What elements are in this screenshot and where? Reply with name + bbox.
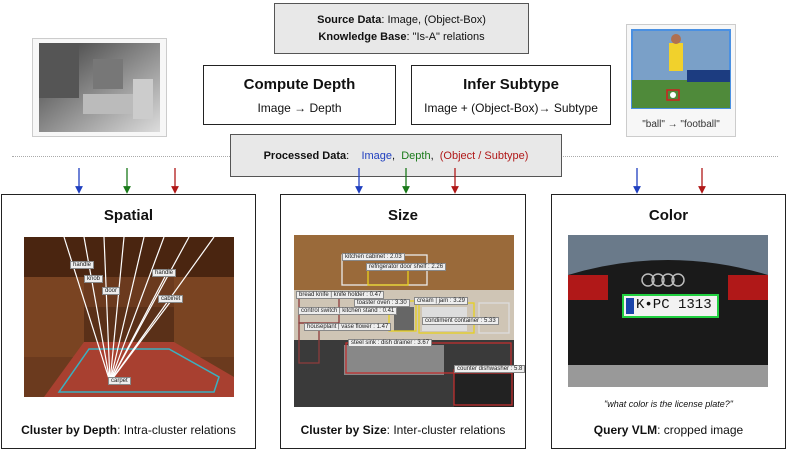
processed-image: Image [361, 149, 393, 162]
size-title: Size [387, 207, 418, 224]
spatial-label-handle: handle [70, 261, 95, 269]
spatial-label-knob: knob [84, 275, 104, 283]
size-label-1: refrigerator door shelf : 2.26 [366, 263, 447, 271]
spatial-label-handle-2: handle [152, 269, 177, 277]
size-panel: Size kitchen cabinet : 2.03 refrige [280, 194, 526, 449]
spatial-title: Spatial [103, 207, 154, 224]
spatial-caption-rest: : Intra-cluster relations [117, 423, 236, 437]
size-label-2: bread knife | knife holder : 0.47 [296, 291, 385, 299]
size-image: kitchen cabinet : 2.03 refrigerator door… [294, 235, 526, 407]
knowledge-base-value: : "Is-A" relations [406, 31, 485, 43]
compute-depth-formula: Image → Depth [257, 100, 342, 115]
size-label-8: steel sink : dish drainer : 3.67 [348, 339, 433, 347]
spatial-label-carpet: carpet [108, 377, 131, 385]
color-question: "what color is the license plate?" [604, 399, 733, 409]
subtype-example-caption: "ball" → "football" [642, 119, 720, 130]
color-caption-rest: : cropped image [657, 423, 744, 437]
depth-map-thumbnail [32, 38, 167, 137]
football-image [631, 29, 731, 109]
size-label-7: houseplant | vase flower : 1.47 [304, 323, 392, 331]
processed-object-subtype: (Object / Subtype) [439, 149, 529, 162]
size-label-4: cream | jam : 3.29 [414, 297, 468, 305]
size-label-6: condiment container : 5.33 [422, 317, 499, 325]
size-label-3: toaster oven : 3.30 [354, 299, 410, 307]
spatial-image: handle knob door handle cabinet carpet [24, 236, 234, 397]
processed-data-label: Processed Data [263, 149, 347, 162]
size-label-5: control switch | kitchen stand : 0.41 [298, 307, 398, 315]
knowledge-base-label: Knowledge Base [318, 31, 407, 43]
color-caption-bold: Query VLM [593, 423, 658, 437]
spatial-caption-bold: Cluster by Depth [21, 423, 118, 437]
color-image: K•PC 1313 [568, 235, 768, 387]
size-caption-bold: Cluster by Size [300, 423, 387, 437]
source-data-value: : Image, (Object-Box) [381, 14, 486, 26]
football-thumbnail: "ball" → "football" [626, 24, 736, 137]
infer-subtype-title: Infer Subtype [463, 75, 559, 93]
processed-depth: Depth [401, 149, 431, 162]
license-plate-text: K•PC 1313 [636, 297, 712, 313]
infer-subtype-box: Infer Subtype Image + (Object-Box)→ Subt… [411, 65, 611, 125]
size-caption-rest: : Inter-cluster relations [386, 423, 506, 437]
source-data-label: Source Data [317, 14, 382, 26]
spatial-panel: Spatial handle knob door handle cabinet … [1, 194, 256, 449]
compute-depth-title: Compute Depth [243, 75, 356, 93]
size-label-9: counter dishwasher : 5.8 [454, 365, 526, 373]
compute-depth-box: Compute Depth Image → Depth [203, 65, 396, 125]
size-label-0: kitchen cabinet : 2.03 [342, 253, 405, 261]
source-data-box: Source Data: Image, (Object-Box) Knowled… [274, 3, 529, 54]
spatial-label-cabinet: cabinet [158, 295, 184, 303]
processed-data-box: Processed Data: Image, Depth, (Object / … [230, 134, 562, 177]
color-panel: Color K•PC 1313 "what color is the licen… [551, 194, 786, 449]
depth-map-image [39, 43, 160, 132]
spatial-label-door: door [102, 287, 121, 295]
color-title: Color [648, 207, 689, 224]
infer-subtype-formula: Image + (Object-Box)→ Subtype [424, 100, 598, 115]
